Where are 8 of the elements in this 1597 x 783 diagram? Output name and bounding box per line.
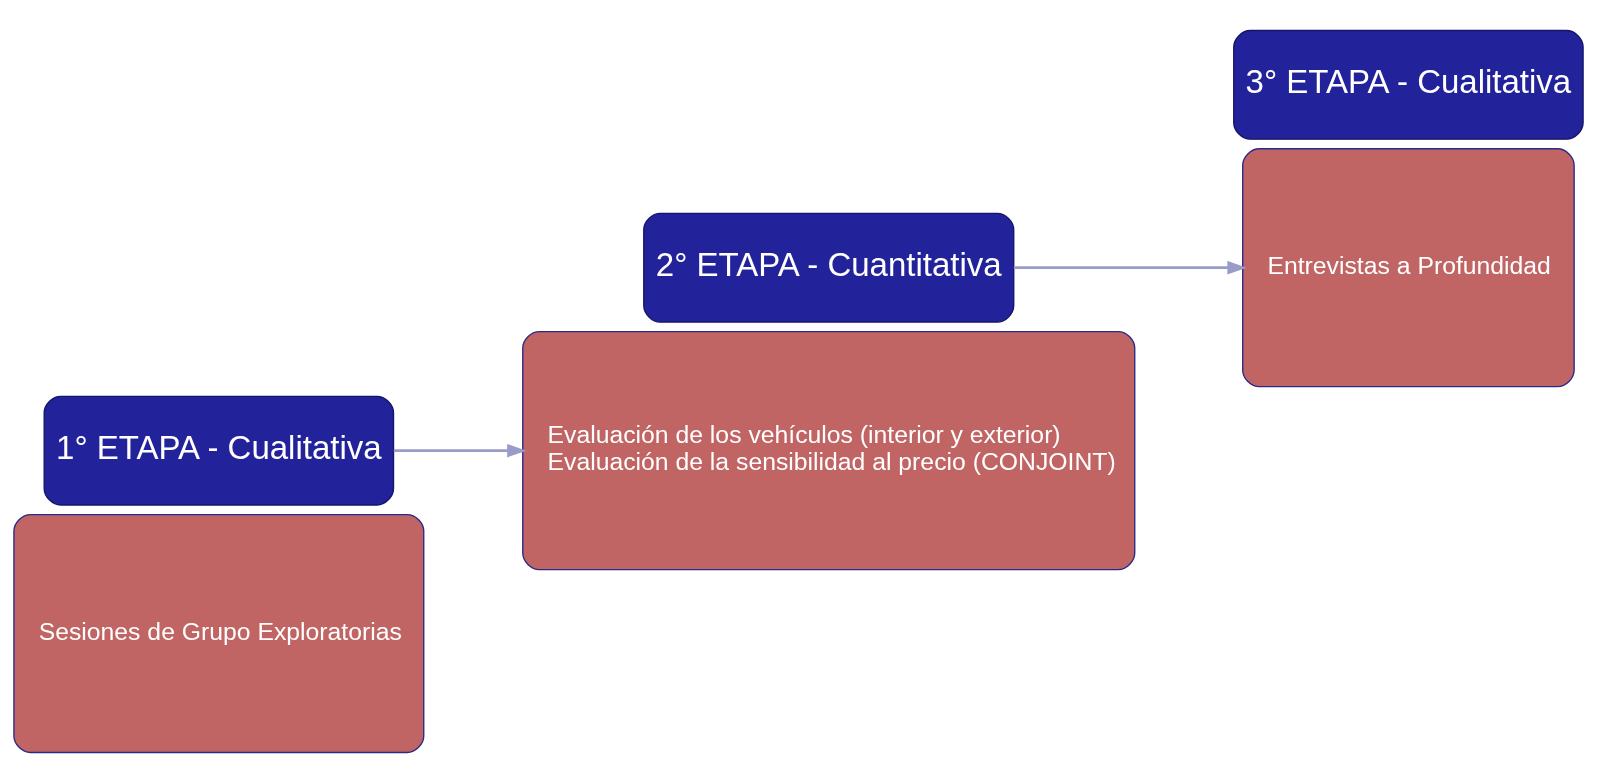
node-box: Sesiones de Grupo Exploratorias — [13, 513, 425, 754]
node-box: Evaluación de los vehículos (interior y exterior) Evaluación de la sensibilidad al precio (CONJOINT) — [522, 331, 1136, 571]
node-box: Entrevistas a Profundidad — [1242, 148, 1575, 388]
node-box: 3° ETAPA - Cualitativa — [1233, 29, 1584, 140]
arrow — [1013, 261, 1247, 275]
arrow — [393, 443, 527, 458]
node-box: 1° ETAPA - Cualitativa — [43, 395, 395, 506]
node-box: 2° ETAPA - Cuantitativa — [643, 212, 1015, 323]
